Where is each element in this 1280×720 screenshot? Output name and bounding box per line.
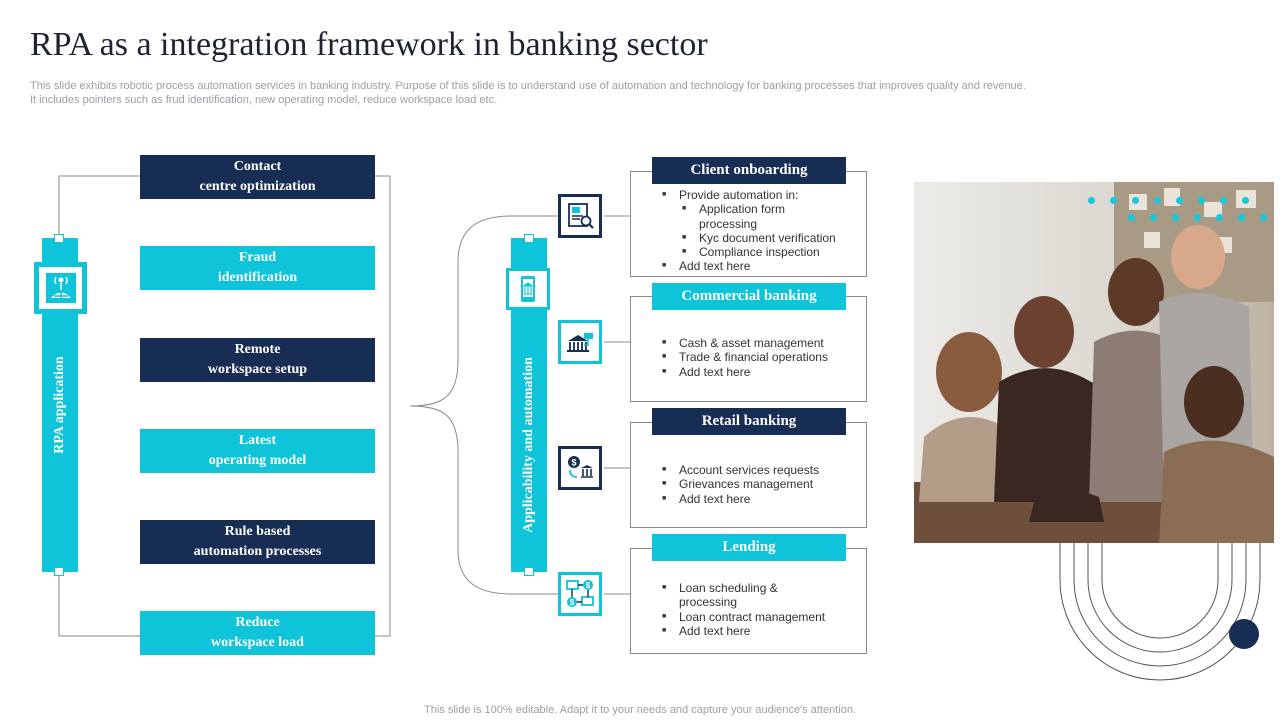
team-photo bbox=[914, 182, 1274, 543]
panel-title-lending: Lending bbox=[652, 534, 846, 561]
subtitle-line-1: This slide exhibits robotic process auto… bbox=[30, 80, 1026, 92]
svg-text:$: $ bbox=[586, 581, 591, 590]
panel-title-commercial-banking: Commercial banking bbox=[652, 283, 846, 310]
list-item: ■Application form bbox=[682, 202, 786, 217]
client-onboarding-list: ■Provide automation in: ■Application for… bbox=[662, 188, 862, 274]
center-icon-box bbox=[506, 268, 550, 310]
applicability-label: Applicability and automation bbox=[521, 357, 536, 533]
list-item: processing bbox=[679, 595, 738, 610]
center-bar-top-connector bbox=[524, 234, 534, 243]
lending-list: ■Loan scheduling & processing ■Loan cont… bbox=[662, 581, 862, 638]
gear-cloud-icon bbox=[45, 273, 76, 303]
bar-bottom-connector bbox=[54, 567, 64, 576]
panel-title-retail-banking: Retail banking bbox=[652, 408, 846, 435]
decorative-dot bbox=[1150, 214, 1157, 221]
decorative-dot bbox=[1194, 214, 1201, 221]
decorative-dot bbox=[1128, 214, 1135, 221]
box-rule-based-automation: Rule based automation processes bbox=[140, 520, 375, 564]
box-remote-workspace: Remote workspace setup bbox=[140, 338, 375, 382]
list-item: ■Add text here bbox=[662, 259, 751, 274]
retail-banking-list: ■Account services requests ■Grievances m… bbox=[662, 463, 862, 506]
icon-box-lending: $ $ bbox=[558, 572, 602, 616]
money-bank-icon: $ bbox=[568, 456, 593, 478]
list-item: ■Add text here bbox=[662, 364, 751, 379]
decorative-dot bbox=[1260, 214, 1267, 221]
bar-top-connector bbox=[54, 234, 64, 243]
svg-text:$: $ bbox=[570, 598, 575, 607]
list-item: ■Loan scheduling & bbox=[662, 581, 778, 595]
decorative-dot bbox=[1198, 197, 1205, 204]
list-item: ■Add text here bbox=[662, 623, 751, 638]
decorative-dot bbox=[1220, 197, 1227, 204]
list-item: ■Provide automation in: bbox=[662, 188, 799, 202]
page-title: RPA as a integration framework in bankin… bbox=[30, 26, 708, 63]
decorative-dot bbox=[1088, 197, 1095, 204]
box-fraud-identification: Fraud identification bbox=[140, 246, 375, 290]
list-item: ■Compliance inspection bbox=[682, 245, 820, 260]
list-item: ■Grievances management bbox=[662, 477, 814, 492]
box-reduce-workspace-load: Reduce workspace load bbox=[140, 611, 375, 655]
svg-text:$: $ bbox=[571, 458, 576, 468]
decorative-dot bbox=[1242, 197, 1249, 204]
list-item: ■Add text here bbox=[662, 491, 751, 506]
decorative-navy-circle bbox=[1229, 619, 1259, 649]
rpa-application-label: RPA application bbox=[52, 356, 67, 454]
network-dollar-icon: $ $ bbox=[566, 580, 594, 607]
panel-lending bbox=[630, 548, 867, 654]
panel-title-client-onboarding: Client onboarding bbox=[652, 157, 846, 184]
team-photo-illustration bbox=[914, 182, 1274, 543]
decorative-dot bbox=[1176, 197, 1183, 204]
mobile-bank-icon bbox=[521, 276, 535, 302]
icon-box-retail-banking: $ bbox=[558, 446, 602, 490]
slide-footer: This slide is 100% editable. Adapt it to… bbox=[424, 704, 856, 716]
list-item: ■Kyc document verification bbox=[682, 230, 836, 245]
bank-card-icon bbox=[567, 333, 593, 352]
decorative-arcs bbox=[1059, 530, 1261, 681]
decorative-dot bbox=[1154, 197, 1161, 204]
list-item: processing bbox=[699, 216, 758, 231]
icon-box-client-onboarding bbox=[558, 194, 602, 238]
icon-box-commercial-banking bbox=[558, 320, 602, 364]
box-contact-centre: Contact centre optimization bbox=[140, 155, 375, 199]
page-subtitle: This slide exhibits robotic process auto… bbox=[30, 79, 1130, 107]
decorative-dot bbox=[1172, 214, 1179, 221]
panel-client-onboarding bbox=[630, 171, 867, 277]
decorative-dot bbox=[1216, 214, 1223, 221]
list-item: ■Account services requests bbox=[662, 463, 820, 477]
rpa-icon-box bbox=[34, 262, 87, 314]
decorative-dot bbox=[1132, 197, 1139, 204]
list-item: ■Trade & financial operations bbox=[662, 350, 828, 365]
panel-retail-banking bbox=[630, 422, 867, 528]
decorative-dot bbox=[1110, 197, 1117, 204]
center-bar-bottom-connector bbox=[524, 567, 534, 576]
list-item: ■Loan contract management bbox=[662, 609, 826, 624]
list-item: ■Cash & asset management bbox=[662, 336, 824, 350]
subtitle-line-2: It includes pointers such as frud identi… bbox=[30, 94, 498, 106]
box-latest-operating-model: Latest operating model bbox=[140, 429, 375, 473]
commercial-banking-list: ■Cash & asset management ■Trade & financ… bbox=[662, 336, 862, 379]
document-search-icon bbox=[568, 203, 594, 229]
decorative-dot bbox=[1238, 214, 1245, 221]
